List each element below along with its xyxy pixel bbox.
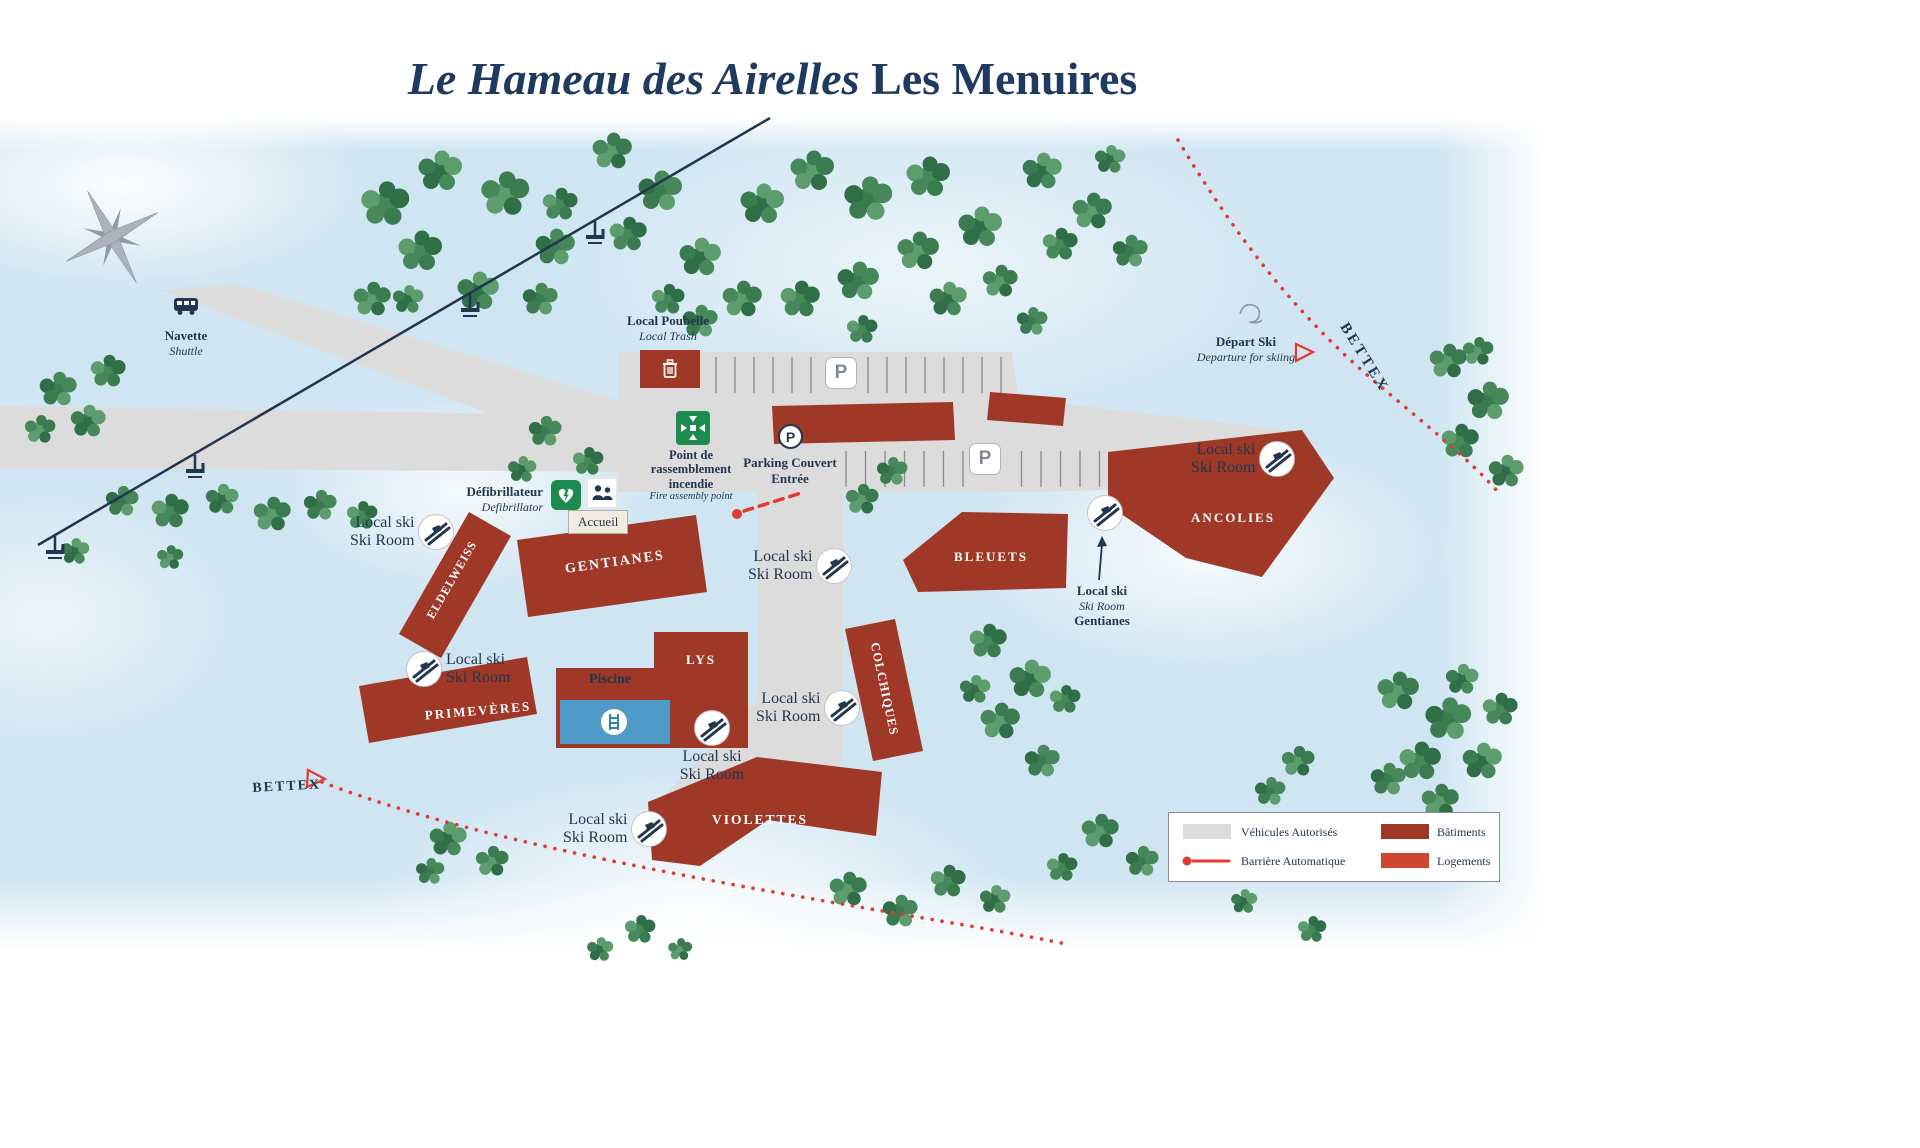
reception-people-icon bbox=[586, 477, 618, 513]
building-label-bleuets: BLEUETS bbox=[954, 549, 1028, 564]
legend-road-swatch bbox=[1183, 824, 1231, 839]
parking-couvert-label: Parking Couvert Entrée bbox=[743, 455, 837, 486]
building-label-lys: LYS bbox=[685, 652, 717, 667]
ski-room-icon bbox=[817, 549, 852, 583]
parking-icon: P bbox=[970, 444, 1000, 474]
piscine-label: Piscine bbox=[589, 672, 631, 687]
title-resort-name: Le Hameau des Airelles bbox=[407, 53, 860, 104]
ski-room-icon bbox=[632, 812, 667, 846]
legend-batiments-label: Bâtiments bbox=[1437, 825, 1486, 839]
title-location: Les Menuires bbox=[871, 53, 1138, 104]
navette-label: Navette Shuttle bbox=[164, 328, 208, 358]
depart-ski-label: Départ Ski Departure for skiing bbox=[1196, 334, 1296, 364]
ski-room-icon bbox=[1260, 442, 1295, 476]
legend-batiments-swatch bbox=[1381, 824, 1429, 839]
ski-room-icon bbox=[419, 515, 454, 549]
building-label-ancolies: ANCOLIES bbox=[1191, 510, 1275, 525]
defibrillateur-label: Défibrillateur Defibrillator bbox=[466, 484, 543, 514]
local-poubelle-label: Local Poubelle Local Trash bbox=[627, 313, 709, 343]
legend-barriere-label: Barrière Automatique bbox=[1241, 854, 1346, 868]
page-title: Le Hameau des Airelles Les Menuires bbox=[0, 52, 1545, 105]
ski-room-icon bbox=[825, 691, 860, 725]
ski-room-icon bbox=[695, 711, 729, 745]
fire-assembly-icon bbox=[676, 411, 710, 450]
ski-room-icon bbox=[407, 652, 441, 686]
parking-icon: P bbox=[826, 358, 856, 388]
ski-room-icon-gentianes bbox=[1088, 496, 1122, 530]
covered-parking-icon: P bbox=[778, 424, 803, 449]
bus-icon bbox=[172, 296, 200, 321]
trash-icon bbox=[660, 357, 680, 386]
ski-room-gentianes-label: Local ski Ski Room Gentianes bbox=[1074, 583, 1130, 628]
map-legend: Véhicules Autorisés Bâtiments Barrière A… bbox=[1168, 812, 1500, 882]
legend-logements-swatch bbox=[1381, 853, 1429, 868]
fire-assembly-label: Point de rassemblement incendie Fire ass… bbox=[649, 448, 733, 503]
building-label-violettes: VIOLETTES bbox=[711, 812, 809, 827]
legend-vehicules-label: Véhicules Autorisés bbox=[1241, 825, 1338, 839]
legend-barrier-icon bbox=[1182, 856, 1231, 866]
defibrillator-icon bbox=[551, 480, 581, 515]
accueil-label: Accueil bbox=[568, 510, 629, 534]
legend-logements-label: Logements bbox=[1437, 854, 1491, 868]
